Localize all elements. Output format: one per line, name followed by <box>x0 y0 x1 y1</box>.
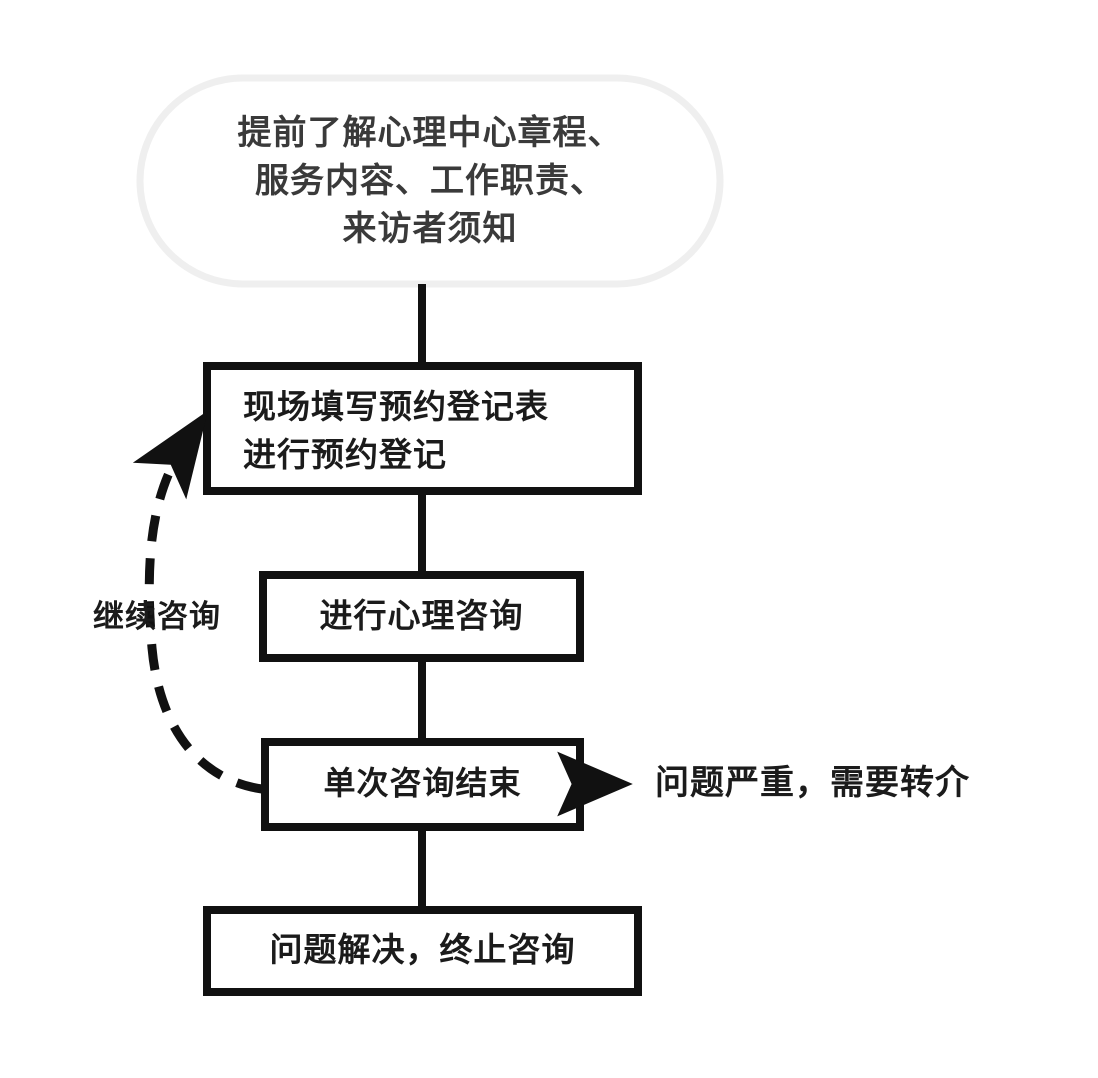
node-counseling-shape <box>259 571 584 662</box>
node-resolved-shape <box>203 906 642 996</box>
node-intro-shape <box>136 74 724 288</box>
node-register-shape <box>203 362 642 495</box>
node-session-end-shape <box>261 738 584 831</box>
edge-continue-consultation-dashed <box>132 410 263 794</box>
